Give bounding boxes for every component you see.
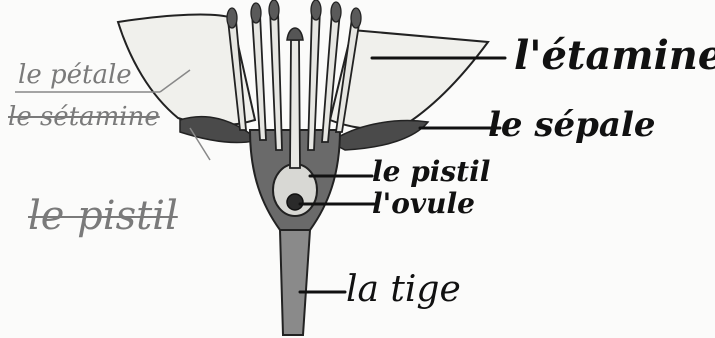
label-pistil-crossed: le pistil [28, 196, 178, 236]
pistil-stigma [287, 28, 303, 40]
label-pistil: le pistil [372, 158, 490, 186]
label-etamine-crossed: le sétamine [8, 104, 160, 130]
label-tige: la tige [346, 272, 461, 308]
label-sepale: le sépale [488, 108, 656, 142]
pistil-style [290, 40, 300, 168]
label-etamine: l'étamine [514, 36, 715, 76]
stem [280, 230, 310, 335]
label-ovule: l'ovule [372, 190, 475, 218]
label-petale: le pétale [18, 62, 132, 88]
ovule [287, 194, 303, 210]
anthers [227, 0, 361, 28]
